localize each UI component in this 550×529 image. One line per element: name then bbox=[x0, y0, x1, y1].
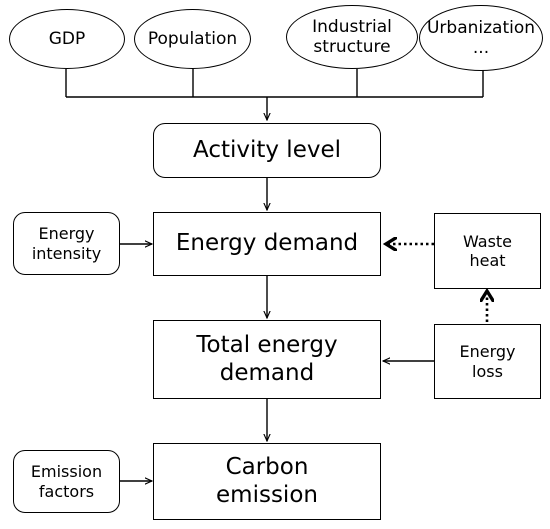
total-energy-demand-label: Total energy demand bbox=[196, 331, 338, 386]
carbon-emission-label: Carbon emission bbox=[216, 453, 318, 508]
gdp-label: GDP bbox=[48, 28, 86, 49]
emission-factors-node: Emission factors bbox=[13, 450, 120, 513]
waste-heat-label: Waste heat bbox=[462, 231, 513, 270]
urbanization-node: Urbanization ... bbox=[419, 5, 543, 71]
population-label: Population bbox=[147, 28, 238, 49]
energy-intensity-node: Energy intensity bbox=[13, 212, 120, 275]
industrial-structure-node: Industrial structure bbox=[286, 5, 418, 69]
energy-demand-node: Energy demand bbox=[153, 212, 381, 276]
factor-connector bbox=[65, 69, 484, 120]
industrial-structure-label: Industrial structure bbox=[312, 16, 392, 57]
urbanization-label: Urbanization ... bbox=[426, 17, 536, 58]
activity-level-label: Activity level bbox=[192, 136, 342, 163]
activity-level-node: Activity level bbox=[153, 123, 381, 178]
energy-loss-label: Energy loss bbox=[459, 342, 516, 381]
energy-intensity-label: Energy intensity bbox=[31, 224, 102, 263]
total-energy-demand-node: Total energy demand bbox=[153, 320, 381, 399]
emission-factors-label: Emission factors bbox=[30, 462, 103, 501]
population-node: Population bbox=[134, 9, 251, 69]
gdp-node: GDP bbox=[9, 9, 125, 69]
carbon-emission-node: Carbon emission bbox=[153, 443, 381, 520]
waste-heat-node: Waste heat bbox=[434, 213, 541, 289]
energy-demand-label: Energy demand bbox=[175, 230, 359, 257]
energy-loss-node: Energy loss bbox=[434, 324, 541, 399]
